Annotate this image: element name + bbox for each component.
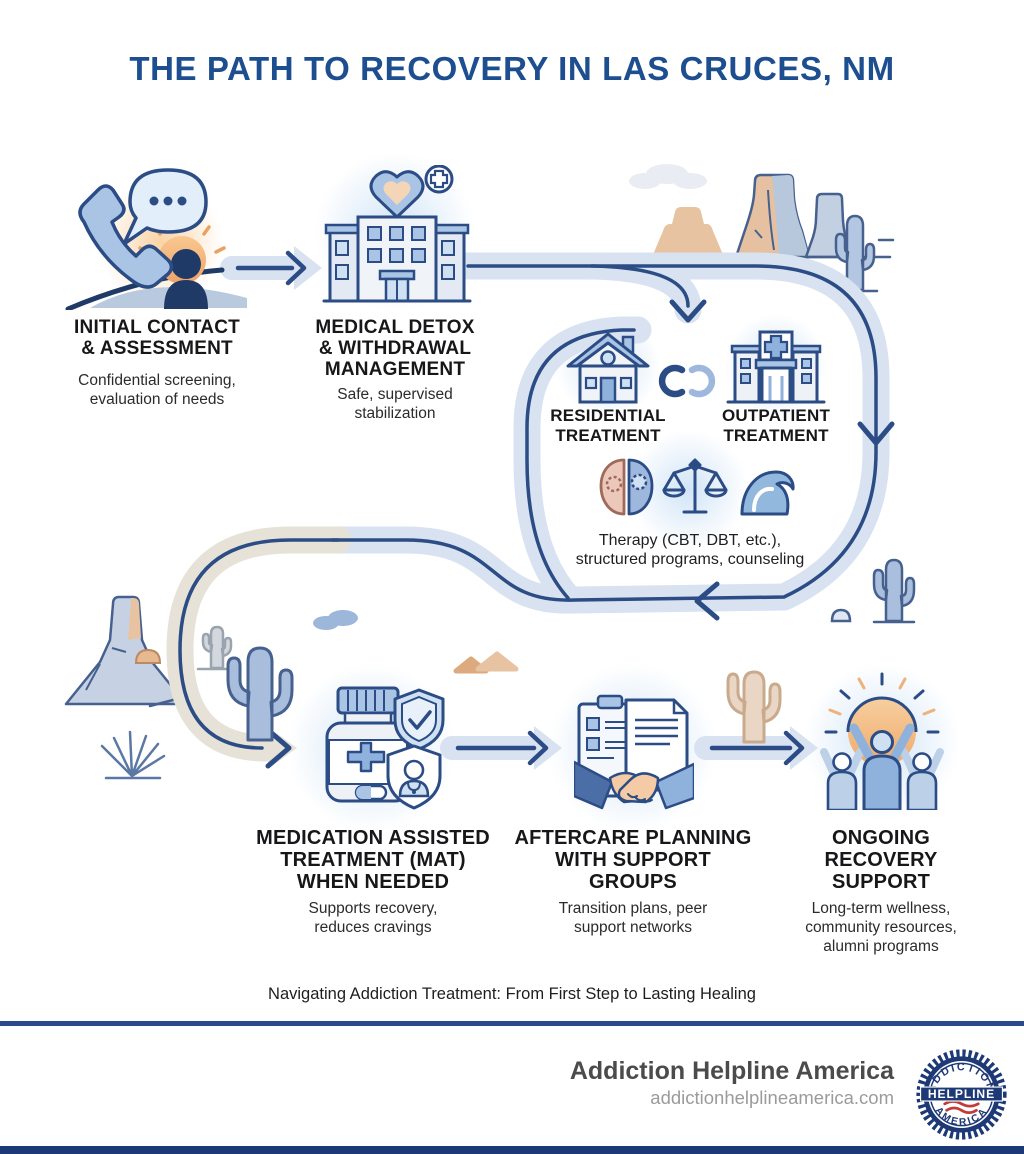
page-title: THE PATH TO RECOVERY IN LAS CRUCES, NM (129, 50, 895, 87)
badge-word-middle: HELPLINE (928, 1087, 995, 1101)
hospital-building-icon (322, 215, 472, 303)
desert-scene-mid-left (64, 595, 519, 708)
phone-speech-bubble-person-sunrise-icon (65, 168, 247, 310)
clinic-cross-icon (726, 330, 826, 404)
desert-foreground (100, 558, 916, 780)
therapy-desc: Therapy (CBT, DBT, etc.), structured pro… (575, 532, 805, 568)
step-initial-title: INITIAL CONTACT & ASSESSMENT (74, 317, 240, 359)
scales-of-justice-icon (662, 458, 728, 514)
brand-name: Addiction Helpline America (569, 1057, 894, 1085)
addiction-helpline-america-badge-icon: ADDICTION HELPLINE AMERICA (916, 1049, 1007, 1140)
pill-bottle-shields-icon (325, 686, 445, 810)
brain-icon (599, 458, 654, 516)
house-icon (566, 332, 650, 404)
shield-check-icon (393, 688, 445, 751)
small-mesa-icon (652, 207, 724, 257)
tan-hills-icon (453, 651, 519, 674)
hospital-heart-cross-icon (322, 165, 472, 303)
footer-caption: Navigating Addiction Treatment: From Fir… (268, 985, 756, 1003)
link-icon (658, 364, 716, 398)
footer-divider (0, 1021, 1024, 1026)
clipboard-document-handshake-icon (574, 694, 694, 810)
phone-icon (78, 184, 174, 289)
blue-cloud-icon (313, 610, 358, 630)
brain-scales-wave-icons (599, 458, 795, 516)
step-aftercare-desc: Transition plans, peer support networks (558, 900, 708, 936)
step-detox-title: MEDICAL DETOX & WITHDRAWAL MANAGEMENT (315, 317, 475, 380)
medical-cross-badge-icon (424, 165, 454, 194)
cloud-icon (629, 164, 707, 189)
speech-bubble-icon (122, 168, 208, 246)
person-silhouette-icon (164, 249, 208, 309)
big-blue-cactus-icon (226, 646, 294, 742)
shield-doctor-icon (386, 744, 442, 810)
step-ongoing-desc: Long-term wellness, community resources,… (805, 900, 957, 955)
step-detox-desc: Safe, supervised stabilization (337, 386, 453, 422)
footer-branding: Addiction Helpline America addictionhelp… (570, 1056, 894, 1110)
people-sun-celebration-icon (820, 672, 944, 810)
step-ongoing-title: ONGOING RECOVERY SUPPORT (824, 827, 938, 893)
capsule-pill-icon (354, 784, 388, 801)
brand-website: addictionhelplineamerica.com (650, 1087, 894, 1108)
step-mat-title: MEDICATION ASSISTED TREATMENT (MAT) WHEN… (256, 827, 490, 893)
step-initial-desc: Confidential screening, evaluation of ne… (78, 372, 236, 408)
heart-icon (369, 170, 425, 219)
small-dome-icon (830, 608, 852, 623)
step-aftercare-title: AFTERCARE PLANNING WITH SUPPORT GROUPS (514, 827, 752, 893)
spire-mesa-icon (64, 595, 198, 708)
step-mat-desc: Supports recovery, reduces cravings (308, 900, 438, 936)
celebrating-people-icons (820, 723, 944, 810)
wave-icon (740, 470, 795, 516)
tan-cactus-icon (726, 670, 782, 744)
step-residential-title: RESIDENTIAL TREATMENT (550, 406, 666, 445)
step-outpatient-title: OUTPATIENT TREATMENT (721, 406, 831, 445)
flow-path-lines (178, 250, 895, 769)
agave-plant-icon (100, 730, 166, 780)
right-cactus-icon (830, 558, 916, 624)
bottom-accent-bar (0, 1146, 1024, 1154)
desert-scene-top-right (616, 164, 895, 293)
small-mound-icon (134, 648, 162, 664)
handshake-icon (574, 760, 694, 810)
badge-stripes (943, 1100, 980, 1115)
